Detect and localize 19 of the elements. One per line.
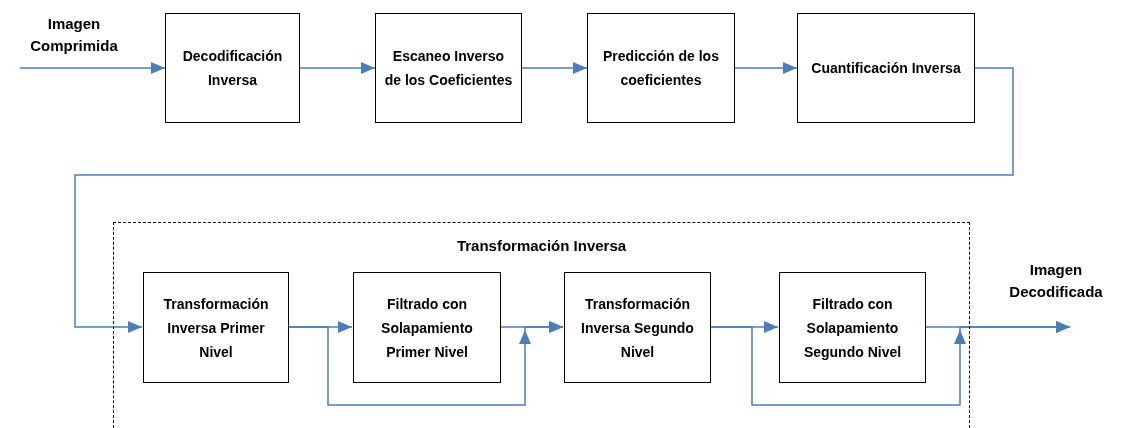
arrow [299,62,376,74]
process-box: Transformación Inversa Primer Nivel [143,272,289,383]
process-box: Escaneo Inverso de los Coeficientes [375,13,522,123]
arrow [521,62,588,74]
arrow [74,67,1014,333]
arrow [499,321,564,333]
arrow [19,62,166,74]
process-box: Predicción de los coeficientes [587,13,735,123]
arrow [924,321,1071,333]
arrow [734,62,798,74]
process-box: Cuantificación Inversa [797,13,975,123]
group-title: Transformación Inversa [455,236,628,256]
dashed-group-frame [113,222,970,428]
process-box: Filtrado con Solapamiento Segundo Nivel [779,272,926,383]
io-label: Imagen Decodificada [1008,260,1104,302]
io-label: Imagen Comprimida [29,14,119,56]
process-box: Decodificación Inversa [165,13,300,123]
process-box: Transformación Inversa Segundo Nivel [564,272,711,383]
process-box: Filtrado con Solapamiento Primer Nivel [353,272,501,383]
